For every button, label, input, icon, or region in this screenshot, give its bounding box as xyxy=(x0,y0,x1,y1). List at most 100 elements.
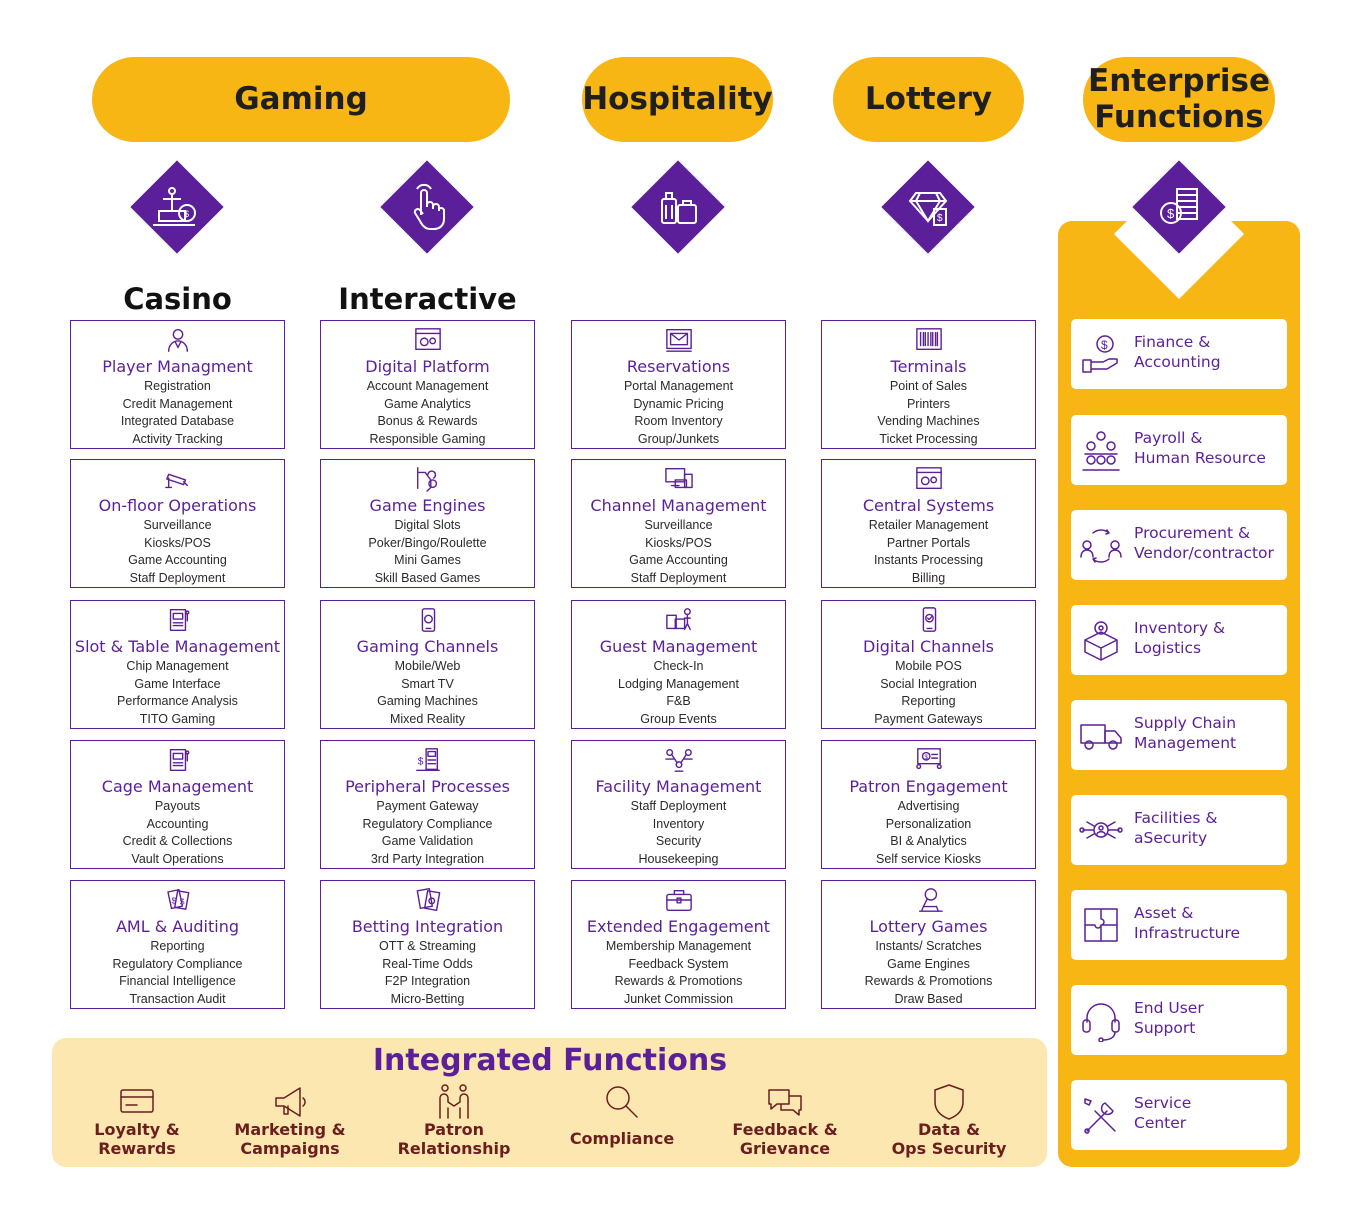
card-item: Instants/ Scratches xyxy=(875,939,982,953)
card-item: Chip Management xyxy=(126,659,229,673)
card-title: Guest Management xyxy=(599,637,758,656)
integrated-label-line1: Patron xyxy=(423,1120,484,1139)
hand-coin-icon xyxy=(416,467,437,492)
card-title: Betting Integration xyxy=(351,917,504,936)
card-item: Responsible Gaming xyxy=(369,431,486,446)
card-title: AML & Auditing xyxy=(115,917,239,936)
box-location-icon xyxy=(1084,621,1118,661)
integrated-item: Loyalty &Rewards xyxy=(62,1082,212,1158)
interactive-subheader: Interactive xyxy=(338,282,517,316)
card-item: Vault Operations xyxy=(131,851,224,866)
enterprise-label-line1: Finance & xyxy=(1134,333,1211,351)
card-title: On-floor Operations xyxy=(98,496,257,515)
card-item: Point of Sales xyxy=(889,379,968,393)
enterprise-card: Procurement &Vendor/contractor xyxy=(1071,510,1287,580)
card-item: Retailer Management xyxy=(868,518,989,532)
card-item: Check-In xyxy=(653,659,704,673)
integrated-item: Marketing &Campaigns xyxy=(215,1082,365,1158)
card-icon xyxy=(120,1089,154,1113)
card-item: Bonus & Rewards xyxy=(377,414,478,428)
envelope-icon xyxy=(665,329,692,352)
handshake-icon xyxy=(439,1084,469,1119)
enterprise-card: Inventory &Logistics xyxy=(1071,605,1287,675)
svg-text:$: $ xyxy=(179,897,184,907)
integrated-item: Data &Ops Security xyxy=(874,1082,1024,1158)
puzzle-icon xyxy=(1084,908,1118,942)
svg-text:$: $ xyxy=(417,757,423,768)
card-item: Mobile POS xyxy=(895,659,962,673)
card-item: Dynamic Pricing xyxy=(633,396,724,411)
enterprise-card-label: Asset &Infrastructure xyxy=(1134,904,1240,943)
card-item: 3rd Party Integration xyxy=(370,851,485,866)
card-item: Kiosks/POS xyxy=(144,535,211,550)
team-icon xyxy=(1082,431,1120,471)
slot-machine-icon xyxy=(169,749,189,771)
network-people-icon xyxy=(664,749,693,772)
integrated-item: Feedback &Grievance xyxy=(710,1082,860,1158)
card-item: Personalization xyxy=(885,816,972,831)
enterprise-label-line1: Payroll & xyxy=(1134,429,1203,447)
player-icon xyxy=(167,329,188,352)
luggage-icon xyxy=(661,192,697,224)
card-item: Ticket Processing xyxy=(879,431,978,446)
integrated-label-line2: Relationship xyxy=(397,1139,511,1158)
card-item: Social Integration xyxy=(880,676,977,691)
shield-icon xyxy=(934,1084,964,1120)
card-item: Integrated Database xyxy=(120,414,235,428)
enterprise-label-line1: Inventory & xyxy=(1134,619,1226,637)
enterprise-label-line1: Supply Chain xyxy=(1134,714,1237,732)
devices-icon xyxy=(664,468,693,489)
casino-subheader: Casino xyxy=(123,282,232,316)
truck-icon xyxy=(1080,724,1122,750)
enterprise-card-label: Payroll &Human Resource xyxy=(1134,429,1266,468)
card-item: Draw Based xyxy=(894,991,963,1006)
enterprise-label-line2: Center xyxy=(1134,1113,1187,1132)
card-item: Payment Gateway xyxy=(376,799,479,813)
card-title: Digital Platform xyxy=(365,357,490,376)
playing-cards-icon xyxy=(416,888,440,912)
card-title: Central Systems xyxy=(862,496,995,515)
card-title: Digital Channels xyxy=(863,637,994,656)
lottery-header: Lottery xyxy=(833,57,1024,142)
card-item: OTT & Streaming xyxy=(378,939,477,953)
card-item: Staff Deployment xyxy=(630,799,727,813)
gaming-header-label: Gaming xyxy=(234,80,368,117)
money-cards-icon: $$ xyxy=(166,888,189,910)
svg-text:$: $ xyxy=(1167,206,1175,221)
card-item: Lodging Management xyxy=(618,676,739,691)
enterprise-label-line1: Facilities & xyxy=(1134,809,1218,827)
card-title: Channel Management xyxy=(590,496,767,515)
card-item: TITO Gaming xyxy=(139,711,216,726)
hospitality-header-label: Hospitality xyxy=(582,80,773,117)
enterprise-card: Asset &Infrastructure xyxy=(1071,890,1287,960)
enterprise-card-label: Inventory &Logistics xyxy=(1134,619,1225,658)
enterprise-header-line2: Functions xyxy=(1094,98,1264,135)
integrated-item-label: Data &Ops Security xyxy=(874,1120,1024,1158)
card-title: Slot & Table Management xyxy=(74,637,281,656)
card-title: Terminals xyxy=(890,357,967,376)
enterprise-label-line1: Service xyxy=(1134,1094,1192,1112)
exchange-people-icon xyxy=(1080,529,1122,563)
browser-gear-icon xyxy=(915,467,942,490)
card-item: Payouts xyxy=(154,799,201,813)
enterprise-card: Facilities &aSecurity xyxy=(1071,795,1287,865)
card-item: Advertising xyxy=(897,799,960,813)
chat-icon xyxy=(768,1089,802,1116)
